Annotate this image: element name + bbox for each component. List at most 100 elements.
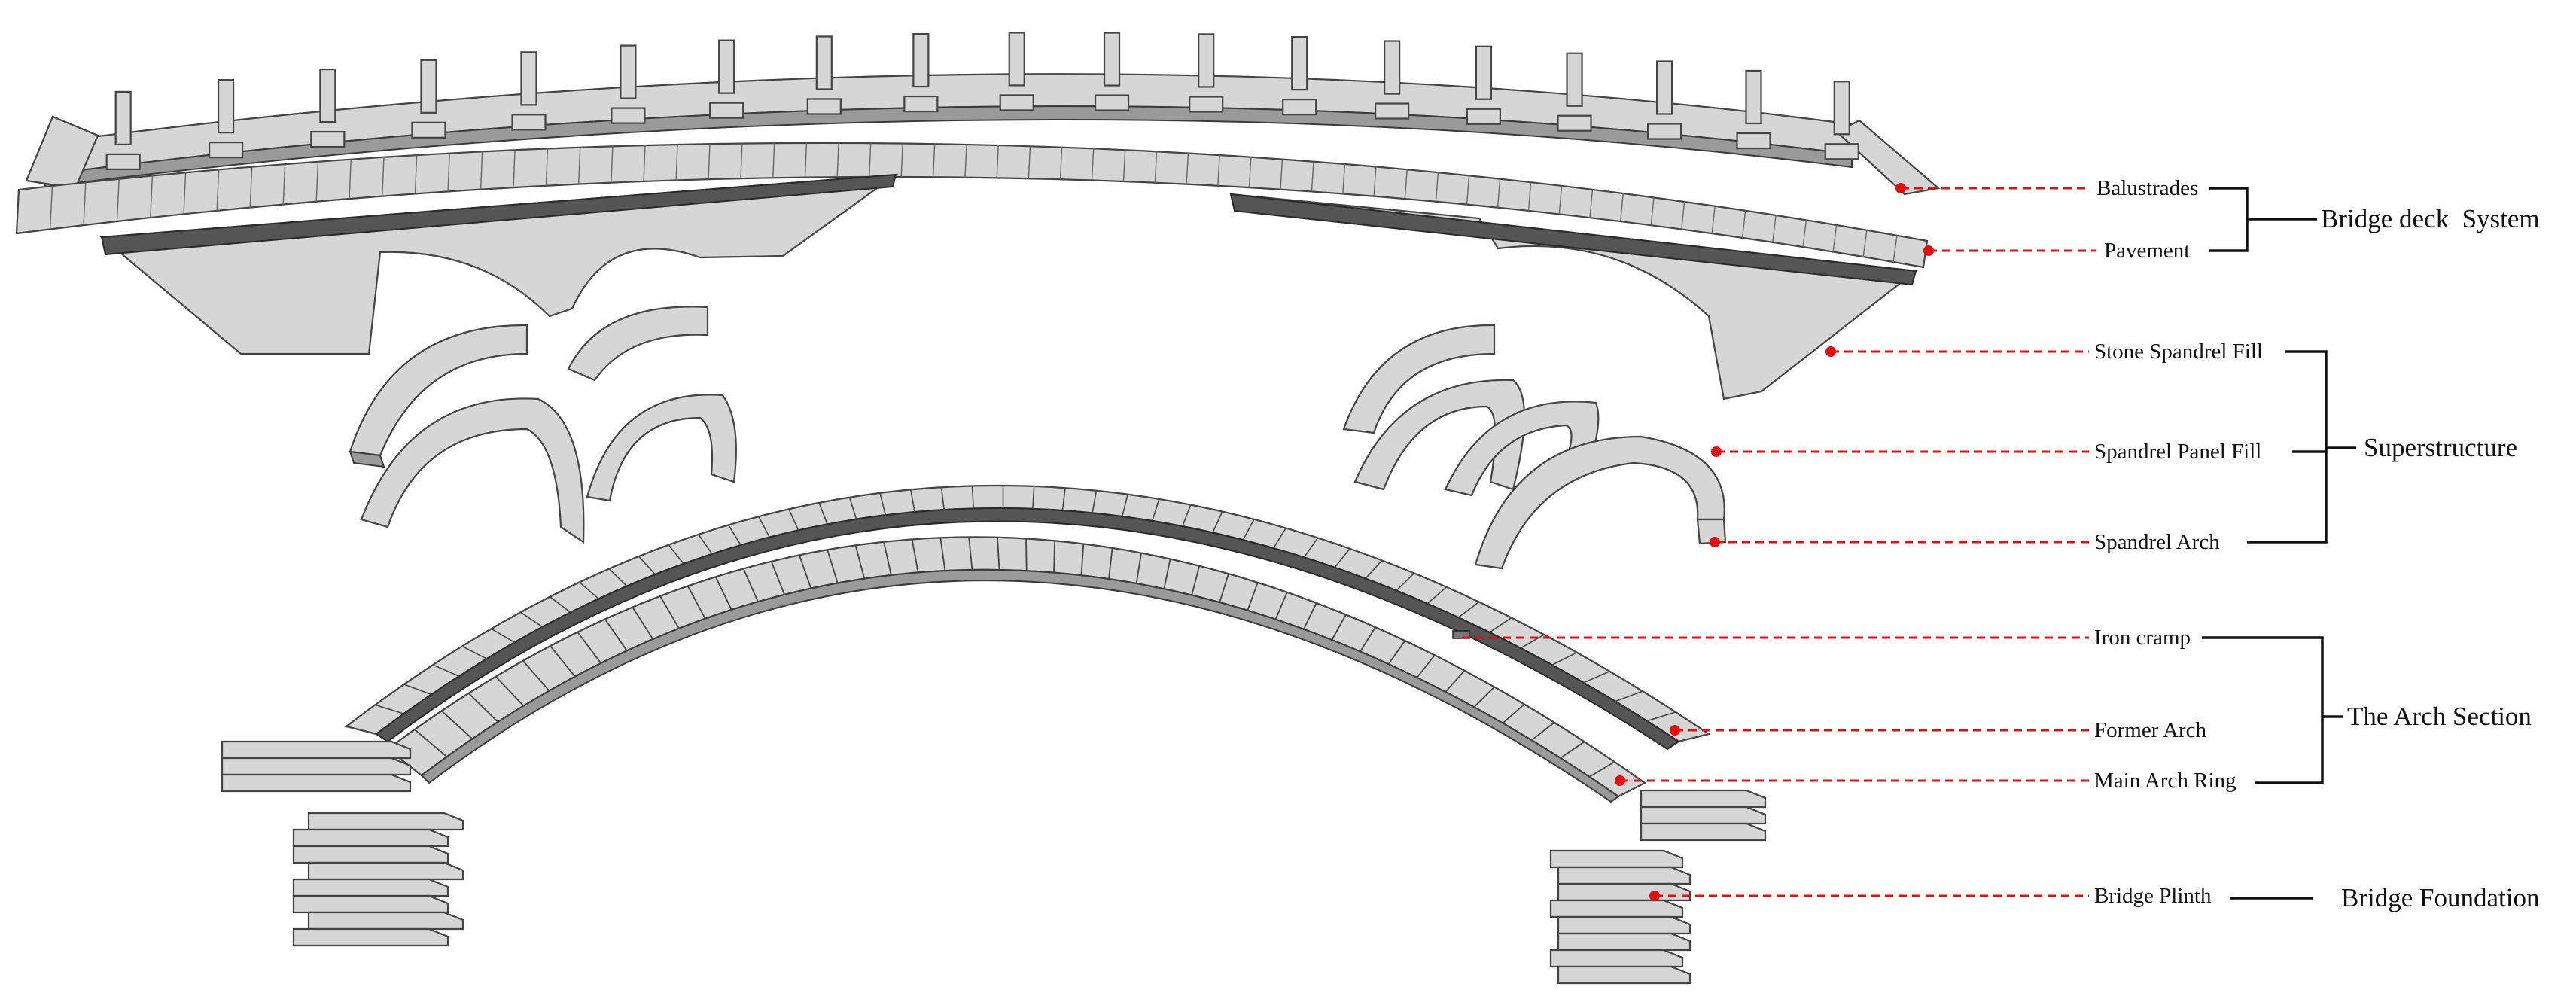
pavement-joint bbox=[869, 143, 872, 177]
former-arch-joint bbox=[1583, 670, 1610, 684]
former-arch-joint bbox=[1303, 537, 1319, 558]
pavement-joint bbox=[1711, 206, 1716, 234]
former-arch-joint bbox=[1182, 504, 1192, 527]
former-arch-joint bbox=[1122, 494, 1128, 517]
dot-bridge-plinth bbox=[1649, 891, 1660, 901]
pavement-joint bbox=[49, 186, 53, 230]
pavement-joint bbox=[83, 182, 87, 226]
spandrel-arch-drawing-left bbox=[349, 306, 737, 544]
pavement-joint bbox=[1527, 182, 1532, 211]
former-arch-joint bbox=[1520, 634, 1545, 649]
voussoir-joint bbox=[1473, 686, 1495, 708]
voussoir-joint bbox=[883, 541, 892, 576]
balustrade-post bbox=[217, 79, 235, 134]
pavement-joint bbox=[315, 161, 319, 202]
post-base bbox=[1189, 96, 1224, 113]
stone-spandrel-fill-drawing bbox=[99, 173, 1918, 401]
pavement-joint bbox=[996, 145, 999, 178]
post-base bbox=[511, 114, 547, 131]
balustrade-post bbox=[1198, 33, 1215, 88]
plinth-slab bbox=[292, 927, 449, 947]
plinth-slab bbox=[1557, 866, 1691, 885]
group-brackets bbox=[2202, 187, 2356, 900]
former-arch-joint bbox=[550, 596, 571, 614]
plinth-slab bbox=[221, 773, 412, 793]
balustrade-post bbox=[912, 32, 930, 88]
pavement-joint bbox=[1404, 169, 1408, 200]
former-arch-joint bbox=[1365, 559, 1383, 580]
balustrade-post bbox=[114, 90, 132, 146]
pavement-joint bbox=[1681, 201, 1685, 230]
voussoir-joint bbox=[1163, 559, 1171, 589]
label-main-arch-ring: Main Arch Ring bbox=[2094, 769, 2236, 793]
plinth-slab bbox=[1557, 882, 1691, 902]
pavement-joint bbox=[1373, 166, 1377, 196]
pavement-joint bbox=[349, 159, 352, 200]
pavement-joint bbox=[282, 164, 286, 205]
voussoir-joint bbox=[659, 595, 680, 629]
former-arch-joint bbox=[1427, 586, 1448, 605]
pavement-joint bbox=[900, 143, 903, 177]
spandrel-arch-drawing-right bbox=[1342, 324, 1727, 570]
voussoir-joint bbox=[1053, 541, 1056, 573]
pavement-joint bbox=[1186, 153, 1189, 184]
former-arch-joint bbox=[971, 486, 975, 509]
voussoir-joint bbox=[467, 693, 499, 723]
bracket-bridge-deck-system bbox=[2209, 187, 2317, 252]
balustrade-post bbox=[1566, 52, 1583, 107]
plinth-slab bbox=[307, 812, 464, 831]
label-bridge-plinth: Bridge Plinth bbox=[2094, 884, 2212, 908]
label-spandrel-arch: Spandrel Arch bbox=[2094, 530, 2220, 554]
plinth-slab bbox=[1640, 806, 1767, 825]
group-label-bridge-foundation: Bridge Foundation bbox=[2341, 883, 2539, 912]
balustrade-post bbox=[1103, 32, 1121, 87]
pavement-joint bbox=[480, 151, 483, 190]
voussoir-joint bbox=[939, 538, 946, 571]
voussoir-joint bbox=[1445, 670, 1466, 693]
label-spandrel-panel-fill: Spandrel Panel Fill bbox=[2094, 440, 2261, 464]
voussoir-joint bbox=[1274, 592, 1288, 620]
pavement-joint bbox=[1466, 175, 1470, 205]
pavement-joint bbox=[1059, 147, 1063, 180]
post-base bbox=[1282, 99, 1317, 116]
pavement-joint bbox=[513, 150, 516, 188]
pavement-joint bbox=[447, 153, 450, 192]
former-arch-joint bbox=[909, 489, 915, 513]
former-arch-joint bbox=[1646, 711, 1676, 722]
former-arch-joint bbox=[1061, 488, 1066, 511]
balustrade-post bbox=[420, 59, 437, 114]
balustrade-post bbox=[1291, 36, 1308, 91]
former-arch-joint bbox=[1273, 528, 1286, 549]
voussoir-joint bbox=[714, 576, 732, 611]
dot-main-arch-ring bbox=[1615, 775, 1625, 786]
iron-cramp-drawing bbox=[1452, 630, 1470, 639]
former-arch-joint bbox=[579, 581, 599, 599]
voussoir-joint bbox=[687, 586, 706, 620]
pavement-joint bbox=[578, 147, 581, 184]
label-balustrades: Balustrades bbox=[2096, 176, 2198, 200]
plinth-slab bbox=[292, 828, 449, 848]
group-label-superstructure: Superstructure bbox=[2364, 433, 2517, 462]
pavement-joint bbox=[1435, 172, 1439, 202]
voussoir-joint bbox=[1360, 626, 1376, 652]
label-stone-spandrel-fill: Stone Spandrel Fill bbox=[2094, 340, 2263, 364]
post-base bbox=[310, 130, 346, 148]
dot-stone-spandrel-fill bbox=[1825, 346, 1836, 357]
voussoir-joint bbox=[1025, 538, 1028, 571]
bracket-superstructure bbox=[2247, 350, 2356, 544]
pavement-joint bbox=[1802, 220, 1807, 248]
voussoir-joint bbox=[522, 660, 550, 692]
plinth-slab bbox=[292, 845, 449, 864]
pavement-joint bbox=[1741, 210, 1746, 238]
voussoir-joint bbox=[1331, 614, 1347, 641]
post-base bbox=[208, 142, 244, 159]
pavement-joint bbox=[1650, 197, 1655, 226]
pavement-joint bbox=[772, 143, 775, 178]
voussoir-joint bbox=[550, 645, 576, 678]
former-arch-joint bbox=[698, 534, 713, 555]
balustrade-post bbox=[1384, 40, 1401, 95]
dot-former-arch bbox=[1670, 725, 1680, 736]
group-label-bridge-deck-system: Bridge deck System bbox=[2321, 204, 2540, 233]
balustrade-post bbox=[319, 68, 336, 123]
